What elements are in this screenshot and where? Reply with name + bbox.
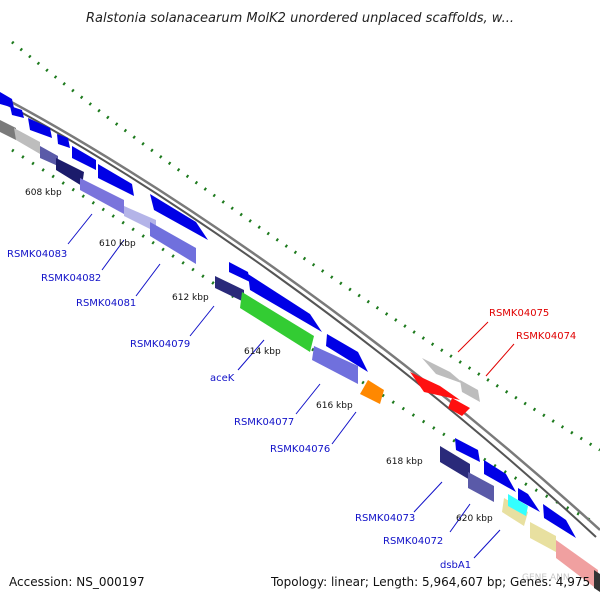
gene-block[interactable] bbox=[440, 446, 470, 480]
tick-label: 618 kbp bbox=[386, 457, 423, 467]
gene-track-forward bbox=[0, 92, 576, 538]
gene-label[interactable]: RSMK04079 bbox=[130, 339, 190, 350]
leader-line bbox=[135, 263, 161, 297]
gene-block[interactable] bbox=[422, 358, 464, 384]
gene-block[interactable] bbox=[14, 128, 40, 154]
gene-arrow[interactable] bbox=[98, 164, 134, 196]
gene-arrow[interactable] bbox=[455, 438, 480, 462]
leader-line bbox=[473, 529, 501, 559]
gene-block[interactable] bbox=[56, 158, 84, 186]
scale-ticks: 608 kbp 610 kbp 612 kbp 614 kbp 616 kbp … bbox=[25, 188, 493, 524]
leader-line bbox=[485, 343, 515, 377]
gene-label[interactable]: RSMK04074 bbox=[516, 331, 576, 342]
leader-line bbox=[457, 321, 489, 353]
tick-label: 608 kbp bbox=[25, 188, 62, 198]
gene-block[interactable] bbox=[468, 472, 494, 502]
tick-label: 612 kbp bbox=[172, 293, 209, 303]
gene-label[interactable]: RSMK04083 bbox=[7, 249, 67, 260]
leader-line bbox=[237, 339, 265, 371]
leader-line bbox=[331, 411, 357, 445]
gene-block[interactable] bbox=[240, 292, 314, 352]
gene-label[interactable]: RSMK04076 bbox=[270, 444, 330, 455]
leader-line bbox=[67, 213, 93, 245]
gene-block[interactable] bbox=[40, 146, 58, 166]
gene-label[interactable]: RSMK04077 bbox=[234, 417, 294, 428]
gene-arrow[interactable] bbox=[0, 92, 14, 108]
gene-block[interactable] bbox=[360, 380, 384, 404]
watermark: GENE ANN bbox=[522, 573, 570, 583]
gene-label[interactable]: RSMK04082 bbox=[41, 273, 101, 284]
gene-arrow[interactable] bbox=[518, 488, 540, 512]
gene-label[interactable]: RSMK04075 bbox=[489, 308, 549, 319]
gene-block[interactable] bbox=[460, 380, 480, 402]
gene-label[interactable]: RSMK04073 bbox=[355, 513, 415, 524]
gene-arrow[interactable] bbox=[57, 134, 70, 148]
label-leaders bbox=[67, 213, 515, 559]
leader-line bbox=[101, 239, 125, 271]
backbone-line-inner bbox=[0, 100, 597, 538]
gene-label[interactable]: aceK bbox=[210, 373, 235, 384]
gene-arrow[interactable] bbox=[10, 106, 24, 118]
gene-arrow[interactable] bbox=[326, 334, 368, 372]
gene-block[interactable] bbox=[448, 398, 470, 416]
gene-block[interactable] bbox=[530, 522, 556, 552]
gene-label[interactable]: dsbA1 bbox=[440, 560, 471, 571]
leader-line bbox=[449, 503, 471, 533]
gene-block[interactable] bbox=[556, 540, 598, 590]
gene-cluster-offset bbox=[410, 358, 480, 416]
gene-arrow[interactable] bbox=[543, 504, 576, 538]
backbone-line-outer bbox=[0, 94, 600, 531]
leader-line bbox=[413, 481, 443, 513]
gene-arrow[interactable] bbox=[28, 118, 52, 138]
gene-block[interactable] bbox=[508, 494, 528, 516]
leader-line bbox=[295, 383, 321, 415]
gene-arrow[interactable] bbox=[72, 146, 96, 170]
topology-text: Topology: linear; Length: 5,964,607 bp; … bbox=[270, 575, 590, 589]
gene-block[interactable] bbox=[150, 222, 196, 264]
tick-label: 614 kbp bbox=[244, 347, 281, 357]
gene-block[interactable] bbox=[410, 372, 460, 400]
tick-label: 620 kbp bbox=[456, 514, 493, 524]
gene-arrow[interactable] bbox=[150, 194, 208, 240]
gene-arrow[interactable] bbox=[484, 460, 516, 492]
gene-block[interactable] bbox=[594, 570, 600, 592]
gene-block[interactable] bbox=[312, 346, 358, 384]
gene-arrow[interactable] bbox=[248, 274, 322, 332]
gene-labels: RSMK04083 RSMK04082 RSMK04081 RSMK04079 … bbox=[7, 249, 576, 571]
backbone-track bbox=[0, 94, 600, 538]
gene-arrow[interactable] bbox=[229, 262, 250, 282]
accession-text: Accession: NS_000197 bbox=[9, 575, 145, 589]
leader-line bbox=[189, 305, 215, 337]
gene-track-reverse bbox=[0, 120, 600, 592]
gene-block[interactable] bbox=[0, 120, 16, 140]
tick-label: 616 kbp bbox=[316, 401, 353, 411]
gene-block[interactable] bbox=[80, 178, 124, 214]
gene-block[interactable] bbox=[124, 206, 156, 232]
tick-label: 610 kbp bbox=[99, 239, 136, 249]
gene-label[interactable]: RSMK04081 bbox=[76, 298, 136, 309]
map-title: Ralstonia solanacearum MolK2 unordered u… bbox=[86, 11, 514, 26]
gene-block[interactable] bbox=[215, 276, 244, 302]
gene-label[interactable]: RSMK04072 bbox=[383, 536, 443, 547]
